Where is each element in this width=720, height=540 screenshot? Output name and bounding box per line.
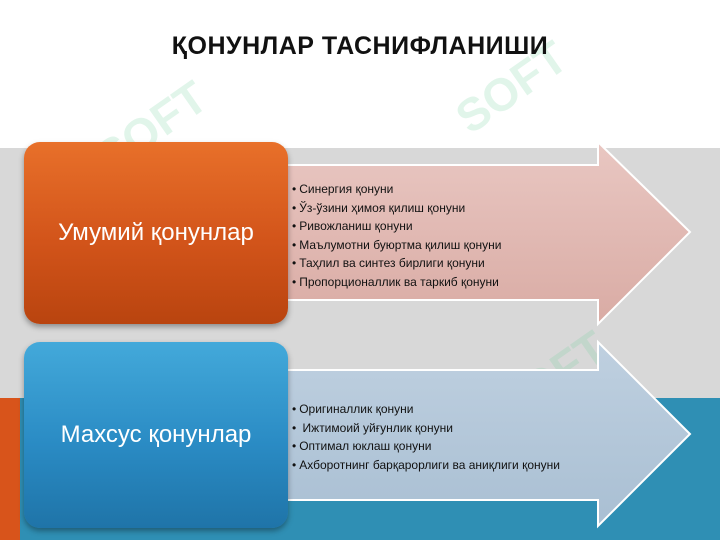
list-item: Ижтимоий уйғунлик қонуни — [292, 419, 560, 438]
list-item: Оригиналлик қонуни — [292, 400, 560, 419]
general-laws-list: Синергия қонуни Ўз-ўзини ҳимоя қилиш қон… — [292, 180, 501, 291]
list-item: Синергия қонуни — [292, 180, 501, 199]
special-laws-label: Махсус қонунлар — [60, 421, 252, 448]
list-item: Оптимал юклаш қонуни — [292, 437, 560, 456]
list-item: Ўз-ўзини ҳимоя қилиш қонуни — [292, 199, 501, 218]
background-orange-strip — [0, 398, 20, 540]
list-item: Таҳлил ва синтез бирлиги қонуни — [292, 254, 501, 273]
general-laws-box: Умумий қонунлар — [24, 142, 288, 324]
list-item: Маълумотни буюртма қилиш қонуни — [292, 236, 501, 255]
list-item: Ривожланиш қонуни — [292, 217, 501, 236]
page-title: ҚОНУНЛАР ТАСНИФЛАНИШИ — [171, 32, 549, 60]
general-laws-label: Умумий қонунлар — [58, 219, 254, 246]
special-laws-list: Оригиналлик қонуни Ижтимоий уйғунлик қон… — [292, 400, 560, 474]
list-item: Ахборотнинг барқарорлиги ва аниқлиги қон… — [292, 456, 560, 475]
list-item: Пропорционаллик ва таркиб қонуни — [292, 273, 501, 292]
background-top — [0, 0, 720, 148]
special-laws-box: Махсус қонунлар — [24, 342, 288, 528]
